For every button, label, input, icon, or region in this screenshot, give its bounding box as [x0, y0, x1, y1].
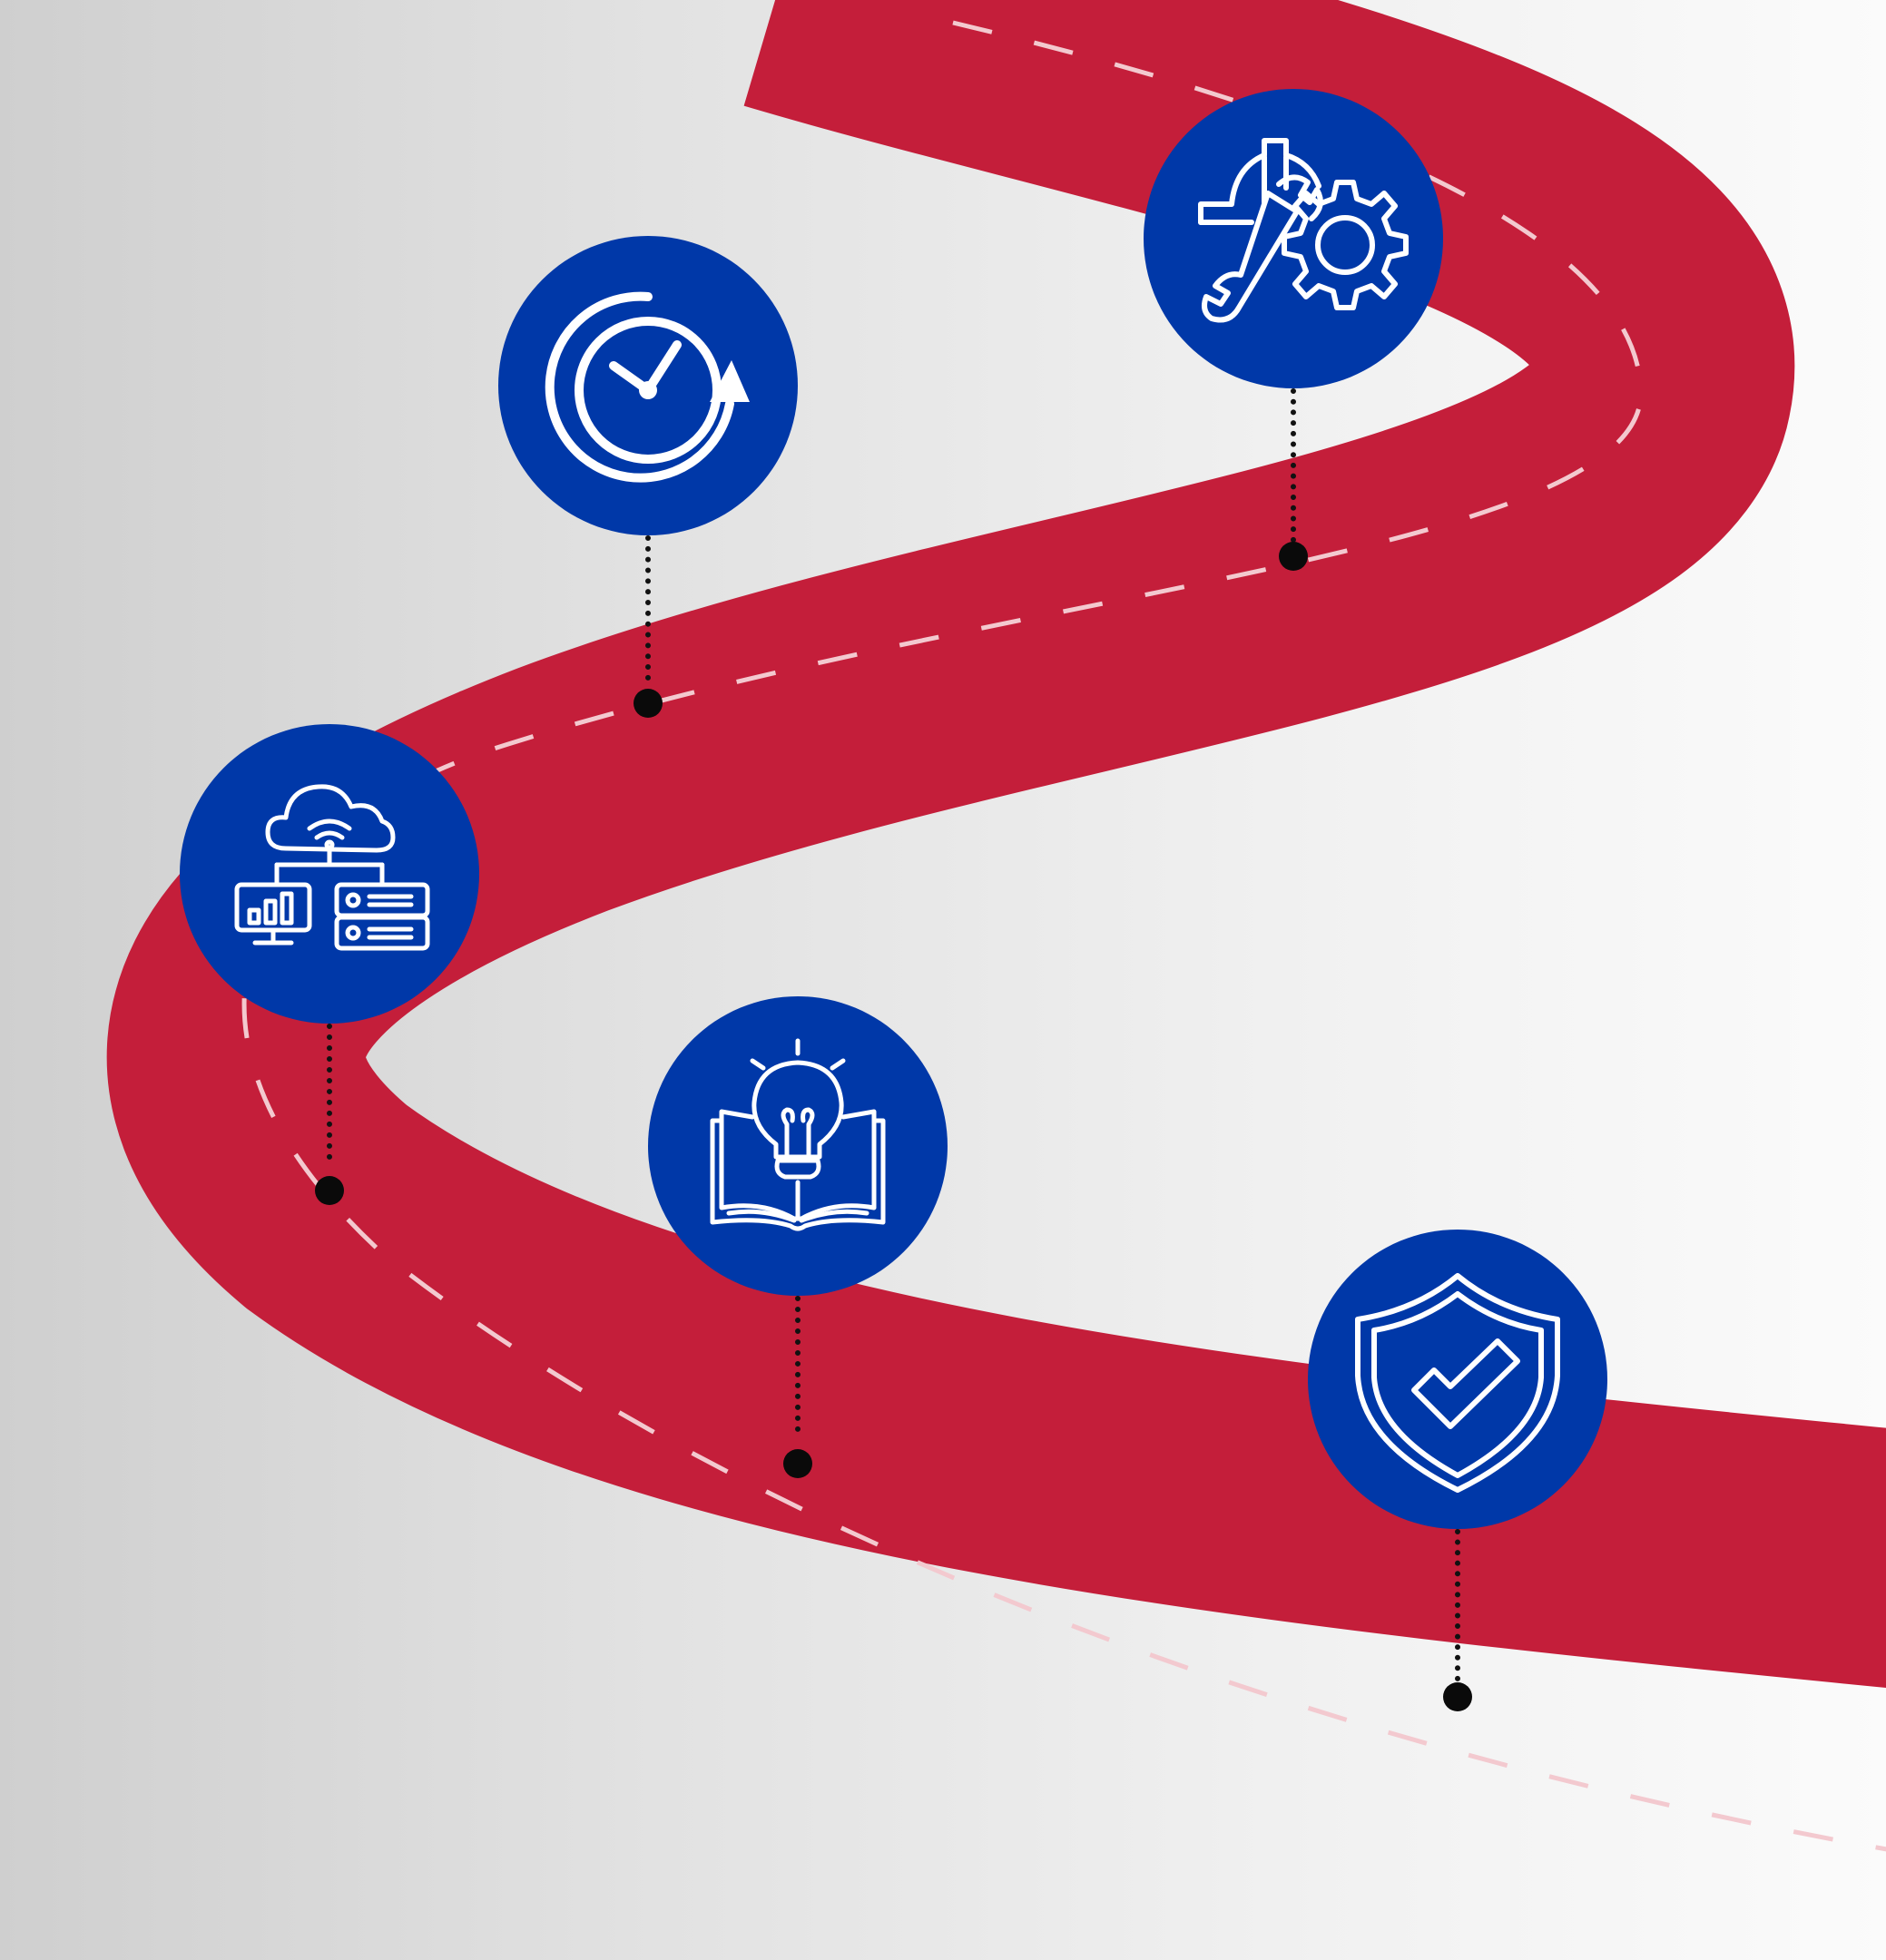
road-pin — [783, 1449, 812, 1478]
dotted-connector — [327, 1024, 332, 1160]
dotted-connector — [1455, 1529, 1460, 1681]
dotted-connector — [795, 1296, 801, 1432]
cloud-network-icon — [234, 784, 430, 951]
road-pin — [634, 689, 663, 718]
milestone-badge — [1144, 89, 1443, 388]
maintenance-gear-wrench-icon — [1198, 138, 1409, 323]
milestone-badge — [1308, 1230, 1607, 1529]
clock-refresh-icon — [545, 291, 750, 483]
road-surface — [106, 0, 1886, 1689]
road-pin — [315, 1176, 344, 1205]
milestone-badge — [498, 236, 798, 535]
road-pin — [1279, 542, 1308, 571]
lightbulb-book-icon — [710, 1038, 886, 1231]
shield-check-icon — [1355, 1273, 1560, 1493]
milestone-badge — [180, 724, 479, 1024]
milestone-badge — [648, 996, 948, 1296]
dotted-connector — [645, 535, 651, 681]
road-pin — [1443, 1682, 1472, 1711]
dotted-connector — [1291, 388, 1296, 543]
lane-marking — [241, 20, 1886, 1852]
